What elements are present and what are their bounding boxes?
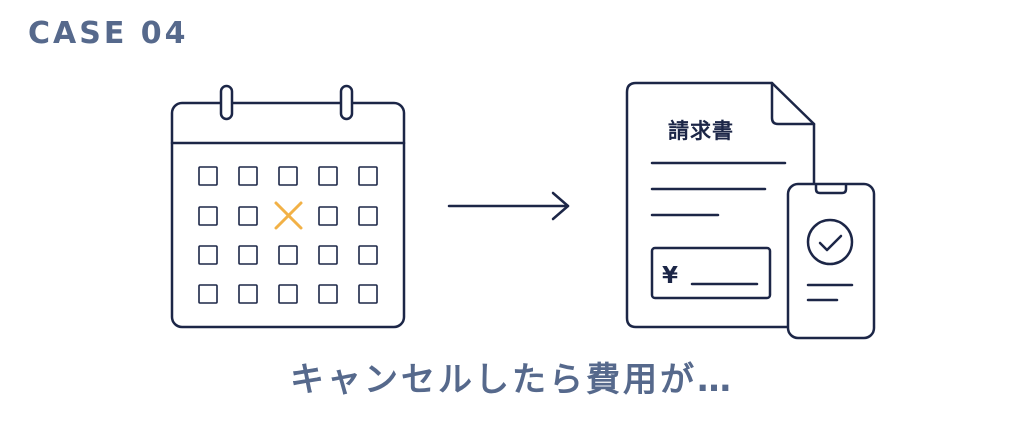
caption: キャンセルしたら費用が… xyxy=(290,360,734,400)
smartphone-icon xyxy=(786,182,876,340)
x-mark-icon xyxy=(274,201,303,230)
invoice-title: 請求書 xyxy=(668,119,734,143)
arrow-right-icon xyxy=(447,191,570,221)
case-label: CASE 04 xyxy=(28,16,189,51)
currency-symbol: ¥ xyxy=(662,263,678,289)
calendar-icon xyxy=(170,84,406,329)
checkmark-icon xyxy=(806,218,854,266)
invoice-document-icon xyxy=(625,81,816,329)
